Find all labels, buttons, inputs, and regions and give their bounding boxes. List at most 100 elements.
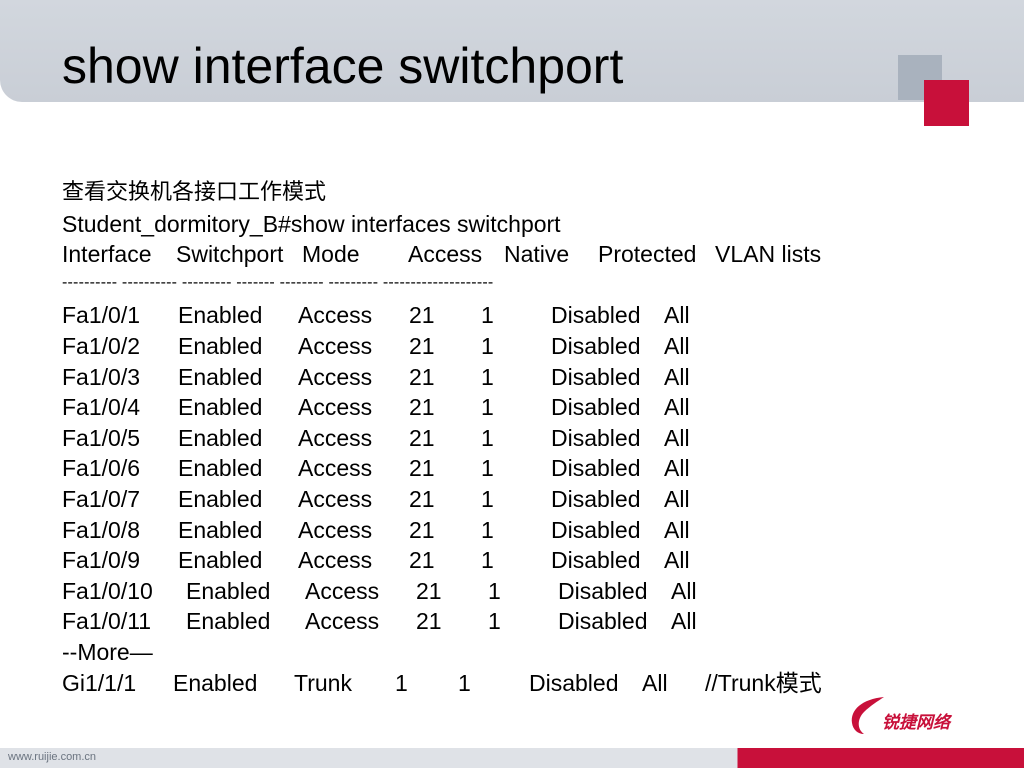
decorative-red-square (924, 80, 969, 126)
trunk-native: 1 (458, 669, 471, 696)
trunk-comment: //Trunk模式 (705, 669, 822, 696)
cell-interface: Fa1/0/2 (62, 332, 140, 359)
cell-protected: Disabled (558, 577, 648, 604)
logo-swoosh-icon (851, 697, 884, 734)
cell-mode: Access (298, 302, 373, 329)
trunk-protected: Disabled (529, 669, 619, 696)
cell-switchport: Enabled (178, 302, 263, 329)
cell-switchport: Enabled (178, 455, 263, 482)
cell-access: 21 (416, 608, 442, 635)
cell-switchport: Enabled (178, 485, 263, 512)
cell-access: 21 (409, 485, 435, 512)
cell-interface: Fa1/0/5 (62, 424, 140, 451)
title-bar (0, 0, 1024, 102)
cell-protected: Disabled (551, 485, 641, 512)
cell-vlan-lists: All (671, 608, 697, 635)
cell-mode: Access (305, 608, 380, 635)
cell-access: 21 (416, 577, 442, 604)
cell-access: 21 (409, 302, 435, 329)
cell-mode: Access (305, 577, 380, 604)
cell-switchport: Enabled (186, 577, 271, 604)
cell-interface: Fa1/0/4 (62, 394, 140, 421)
cell-mode: Access (298, 332, 373, 359)
table-row: Fa1/0/5 Enabled Access 21 1 Disabled All (62, 423, 690, 454)
cell-access: 21 (409, 516, 435, 543)
cell-access: 21 (409, 363, 435, 390)
cell-native: 1 (488, 608, 501, 635)
cell-interface: Fa1/0/9 (62, 547, 140, 574)
cell-native: 1 (481, 455, 494, 482)
cell-mode: Access (298, 394, 373, 421)
cell-interface: Fa1/0/1 (62, 302, 140, 329)
header-interface: Interface (62, 241, 152, 268)
cell-mode: Access (298, 516, 373, 543)
table-header: Interface Switchport Mode Access Native … (62, 239, 821, 270)
trunk-interface: Gi1/1/1 (62, 669, 137, 696)
cell-vlan-lists: All (664, 455, 690, 482)
cell-access: 21 (409, 547, 435, 574)
cell-native: 1 (481, 394, 494, 421)
cell-protected: Disabled (551, 547, 641, 574)
cell-access: 21 (409, 332, 435, 359)
table-row: Fa1/0/9 Enabled Access 21 1 Disabled All (62, 545, 690, 576)
cell-protected: Disabled (558, 608, 648, 635)
trunk-mode: Trunk (294, 669, 352, 696)
cell-mode: Access (298, 363, 373, 390)
cell-protected: Disabled (551, 455, 641, 482)
table-row: Fa1/0/4 Enabled Access 21 1 Disabled All (62, 392, 690, 423)
header-vlan-lists: VLAN lists (715, 241, 822, 268)
cell-vlan-lists: All (664, 424, 690, 451)
trunk-access: 1 (395, 669, 408, 696)
cell-interface: Fa1/0/6 (62, 455, 140, 482)
cell-mode: Access (298, 547, 373, 574)
cell-protected: Disabled (551, 332, 641, 359)
cell-vlan-lists: All (664, 332, 690, 359)
cell-protected: Disabled (551, 302, 641, 329)
header-switchport: Switchport (176, 241, 284, 268)
trunk-row: Gi1/1/1 Enabled Trunk 1 1 Disabled All /… (62, 668, 822, 699)
cell-native: 1 (481, 424, 494, 451)
cell-vlan-lists: All (664, 485, 690, 512)
table-row: Fa1/0/2 Enabled Access 21 1 Disabled All (62, 331, 690, 362)
cell-protected: Disabled (551, 424, 641, 451)
trunk-switchport: Enabled (173, 669, 258, 696)
cell-native: 1 (481, 332, 494, 359)
cell-native: 1 (481, 485, 494, 512)
slide-title: show interface switchport (62, 38, 624, 94)
cell-switchport: Enabled (178, 516, 263, 543)
cell-vlan-lists: All (664, 394, 690, 421)
cell-protected: Disabled (551, 394, 641, 421)
cell-vlan-lists: All (671, 577, 697, 604)
trunk-vlan-lists: All (642, 669, 668, 696)
cell-protected: Disabled (551, 363, 641, 390)
cell-switchport: Enabled (178, 394, 263, 421)
cell-interface: Fa1/0/10 (62, 577, 153, 604)
cell-switchport: Enabled (178, 547, 263, 574)
header-native: Native (504, 241, 570, 268)
cell-access: 21 (409, 394, 435, 421)
footer-bar (0, 748, 1024, 768)
cell-switchport: Enabled (178, 363, 263, 390)
cell-access: 21 (409, 424, 435, 451)
cell-native: 1 (481, 516, 494, 543)
cell-switchport: Enabled (186, 608, 271, 635)
cell-switchport: Enabled (178, 424, 263, 451)
header-access: Access (408, 241, 483, 268)
cell-switchport: Enabled (178, 332, 263, 359)
cell-interface: Fa1/0/7 (62, 485, 140, 512)
cell-native: 1 (481, 302, 494, 329)
cell-mode: Access (298, 424, 373, 451)
cell-interface: Fa1/0/8 (62, 516, 140, 543)
cell-native: 1 (481, 547, 494, 574)
table-row: Fa1/0/1 Enabled Access 21 1 Disabled All (62, 300, 690, 331)
cell-vlan-lists: All (664, 547, 690, 574)
cell-vlan-lists: All (664, 363, 690, 390)
logo-text: 锐捷网络 (882, 713, 950, 733)
cell-vlan-lists: All (664, 302, 690, 329)
